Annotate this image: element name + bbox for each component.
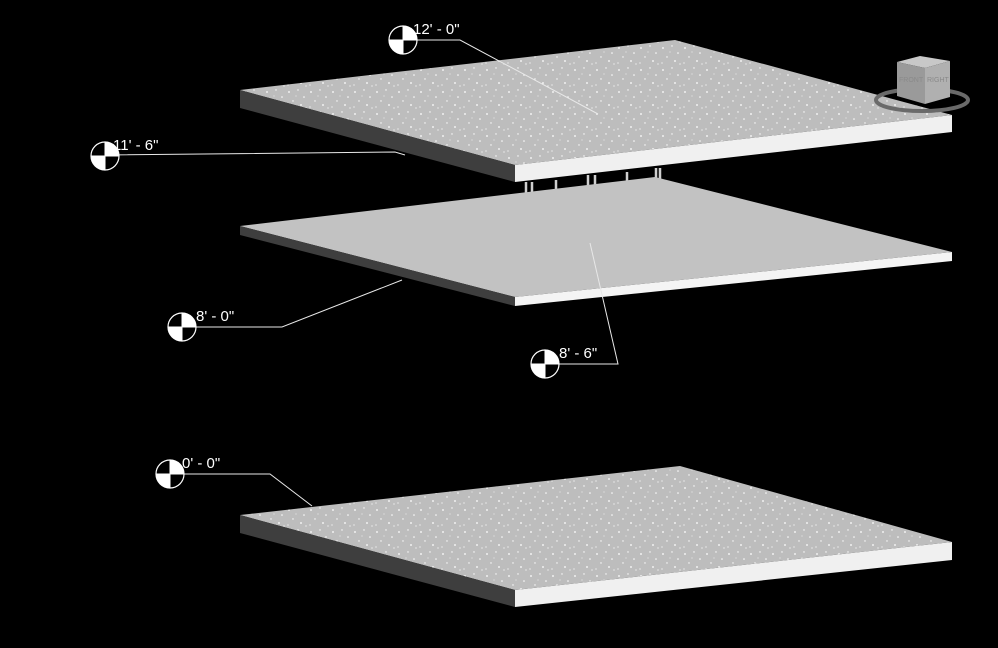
level-marker-12-0[interactable]: 12' - 0" — [388, 21, 460, 55]
level-marker-0-0[interactable]: 0' - 0" — [155, 455, 220, 489]
level-marker-8-6[interactable]: 8' - 6" — [530, 345, 597, 379]
leader-12-0 — [403, 39, 599, 115]
level-label-11-6: 11' - 6" — [113, 137, 158, 154]
slab-top[interactable] — [240, 40, 952, 182]
view-cube[interactable]: FRONT RIGHT — [874, 56, 970, 113]
level-label-8-6: 8' - 6" — [559, 345, 597, 362]
leader-11-6 — [104, 151, 406, 156]
slab-bottom[interactable] — [240, 466, 952, 607]
view-cube-front-face[interactable]: FRONT — [899, 77, 924, 84]
level-label-12-0: 12' - 0" — [413, 21, 460, 38]
leader-0-0 — [170, 473, 313, 507]
level-label-8-0: 8' - 0" — [196, 308, 234, 325]
level-label-0-0: 0' - 0" — [182, 455, 220, 472]
level-marker-8-0[interactable]: 8' - 0" — [167, 308, 234, 342]
ceiling-plane[interactable] — [240, 177, 952, 306]
level-marker-11-6[interactable]: 11' - 6" — [90, 137, 158, 171]
view-cube-right-face[interactable]: RIGHT — [927, 77, 950, 84]
leader-8-6 — [545, 242, 619, 365]
leader-8-0 — [182, 279, 403, 328]
